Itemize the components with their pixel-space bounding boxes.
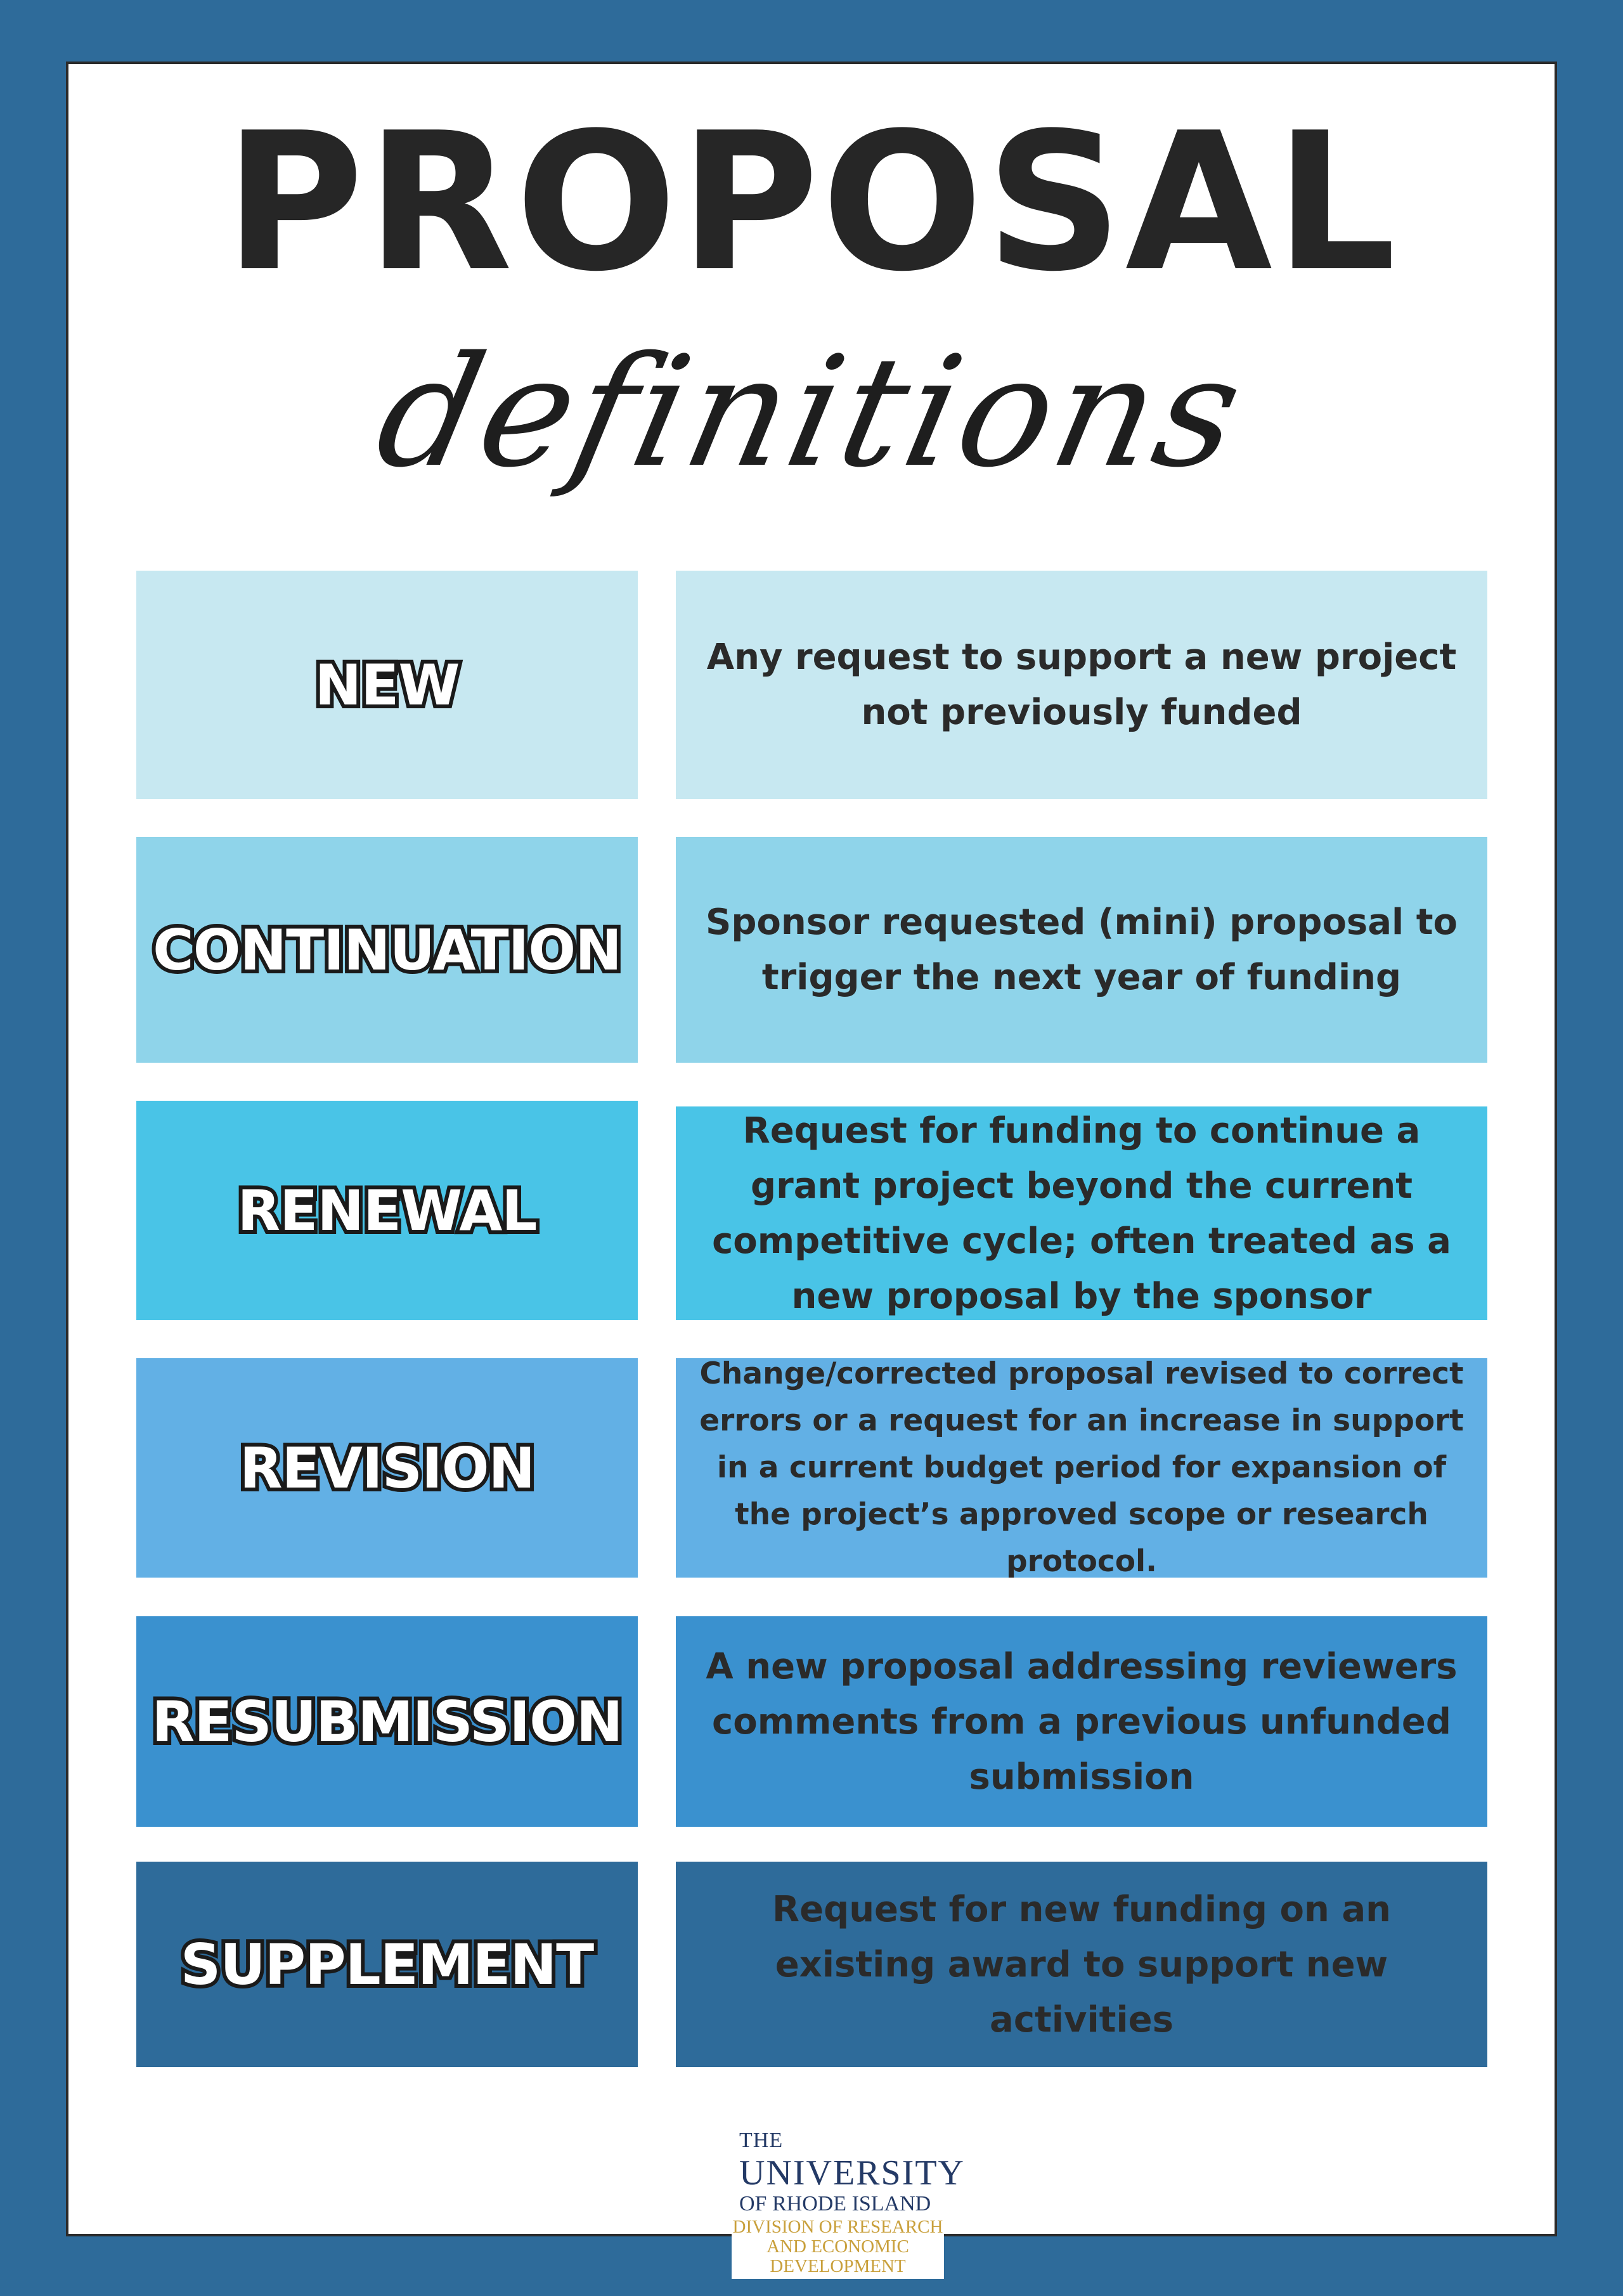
definition-renewal: Request for funding to continue a grant … xyxy=(676,1106,1487,1320)
term-label: NEW xyxy=(311,649,464,722)
term-revision: REVISION xyxy=(136,1358,638,1578)
definition-text: Request for new funding on an existing a… xyxy=(772,1888,1391,2040)
definition-new: Any request to support a new project not… xyxy=(676,571,1487,799)
logo-line-university: UNIVERSITY xyxy=(739,2153,965,2193)
term-new: NEW xyxy=(136,571,638,799)
term-label: RESUBMISSION xyxy=(148,1685,626,1758)
term-continuation: CONTINUATION xyxy=(136,837,638,1063)
definition-text: Change/corrected proposal revised to cor… xyxy=(699,1356,1464,1579)
definition-text: Sponsor requested (mini) proposal to tri… xyxy=(706,902,1458,998)
term-label: CONTINUATION xyxy=(149,914,626,987)
page-title: PROPOSAL xyxy=(224,92,1399,313)
definition-text: Any request to support a new project not… xyxy=(706,637,1457,733)
definition-continuation: Sponsor requested (mini) proposal to tri… xyxy=(676,837,1487,1063)
term-label: REVISION xyxy=(236,1432,539,1505)
definition-text: Request for funding to continue a grant … xyxy=(712,1110,1451,1317)
uri-logo: THE UNIVERSITY OF RHODE ISLAND DIVISION … xyxy=(732,2122,964,2279)
definition-supplement: Request for new funding on an existing a… xyxy=(676,1862,1487,2067)
page-subtitle: definitions xyxy=(363,323,1260,501)
term-supplement: SUPPLEMENT xyxy=(136,1862,638,2067)
term-resubmission: RESUBMISSION xyxy=(136,1616,638,1827)
definition-text: A new proposal addressing reviewers comm… xyxy=(706,1645,1458,1798)
definition-revision: Change/corrected proposal revised to cor… xyxy=(676,1356,1487,1579)
term-label: SUPPLEMENT xyxy=(177,1928,598,2001)
term-label: RENEWAL xyxy=(234,1174,541,1247)
logo-line-division: DIVISION OF RESEARCH AND ECONOMIC DEVELO… xyxy=(732,2217,943,2276)
definition-resubmission: A new proposal addressing reviewers comm… xyxy=(676,1616,1487,1827)
logo-line-the: THE xyxy=(739,2129,784,2152)
logo-line-rhode-island: OF RHODE ISLAND xyxy=(739,2192,931,2215)
term-renewal: RENEWAL xyxy=(136,1101,638,1320)
